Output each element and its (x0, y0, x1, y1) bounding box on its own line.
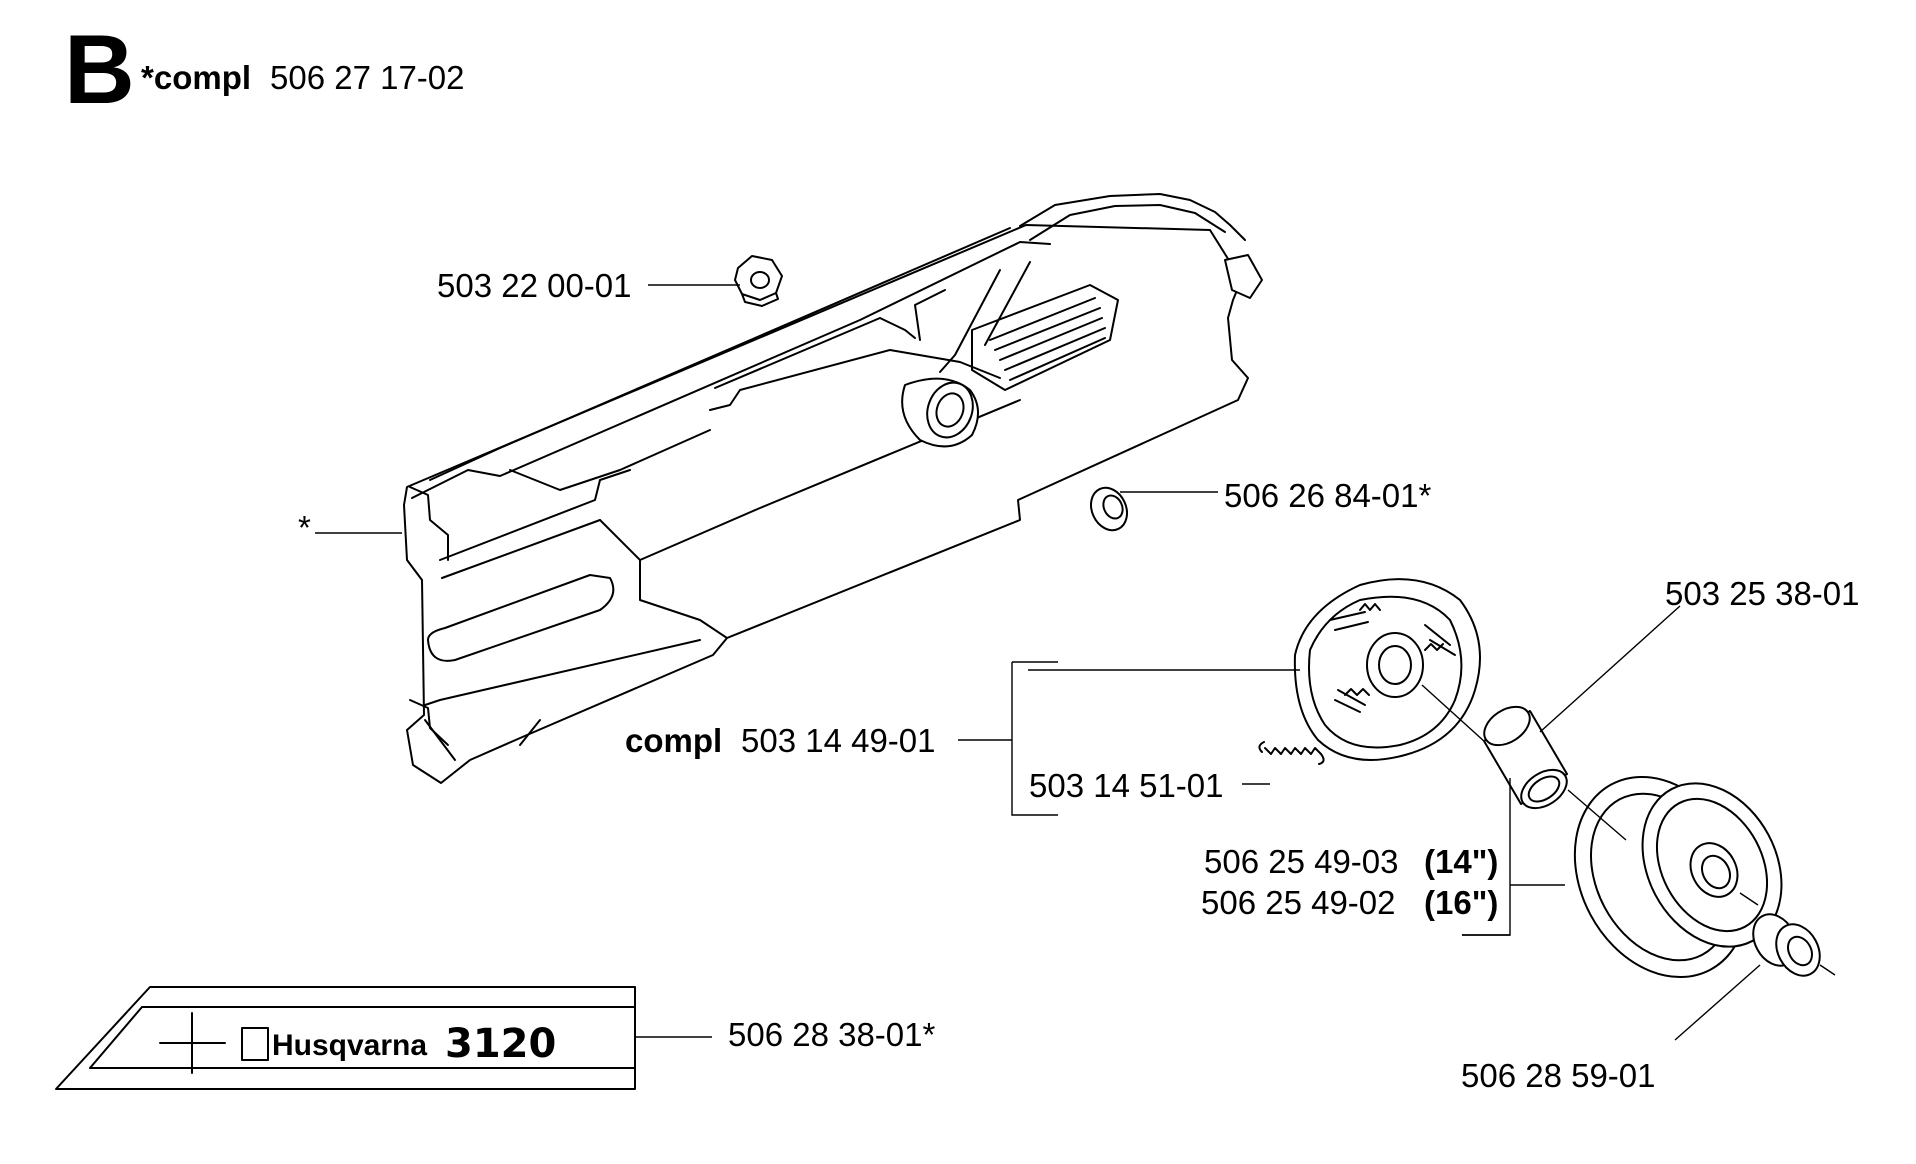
bushing-part (1090, 486, 1128, 532)
label-drum-14-number: 506 25 49-03 (1204, 843, 1399, 880)
label-cover-marker: * (298, 509, 311, 546)
clutch-part (1293, 578, 1481, 761)
husqvarna-logo-icon (241, 1027, 269, 1061)
label-clutch-compl: compl (625, 722, 722, 759)
label-decal: 506 28 38-01* (728, 1016, 936, 1053)
callout-labels: 503 22 00-01 506 26 84-01* * 503 25 38-0… (298, 267, 1860, 1094)
clutch-cover (403, 193, 1263, 784)
spring-part (1258, 741, 1325, 765)
label-drum-14-size: (14") (1424, 843, 1498, 880)
label-bushing: 506 26 84-01* (1224, 477, 1432, 514)
clutch-drum-part (1573, 775, 1783, 979)
decal-model: 3120 (445, 1021, 556, 1067)
label-clutch-number: 503 14 49-01 (741, 722, 936, 759)
label-drum-16-size: (16") (1424, 884, 1498, 921)
decal-brand: Husqvarna (272, 1029, 427, 1062)
label-drum-16-number: 506 25 49-02 (1201, 884, 1396, 921)
label-spring: 503 14 51-01 (1029, 767, 1224, 804)
decal-part: Husqvarna 3120 (55, 986, 636, 1090)
label-nut: 503 22 00-01 (437, 267, 632, 304)
assembly-axis (1421, 684, 1836, 976)
section-letter: B (64, 14, 135, 124)
washer-part (1752, 913, 1821, 977)
assembly-part-number: 506 27 17-02 (270, 59, 465, 96)
label-needle-bearing: 503 25 38-01 (1665, 575, 1860, 612)
compl-label: *compl (141, 59, 251, 96)
needle-bearing-part (1483, 705, 1568, 810)
label-washer: 506 28 59-01 (1461, 1057, 1656, 1094)
nut-part (734, 255, 783, 307)
section-header: B *compl 506 27 17-02 (64, 14, 465, 124)
leader-lines (315, 284, 1761, 1041)
